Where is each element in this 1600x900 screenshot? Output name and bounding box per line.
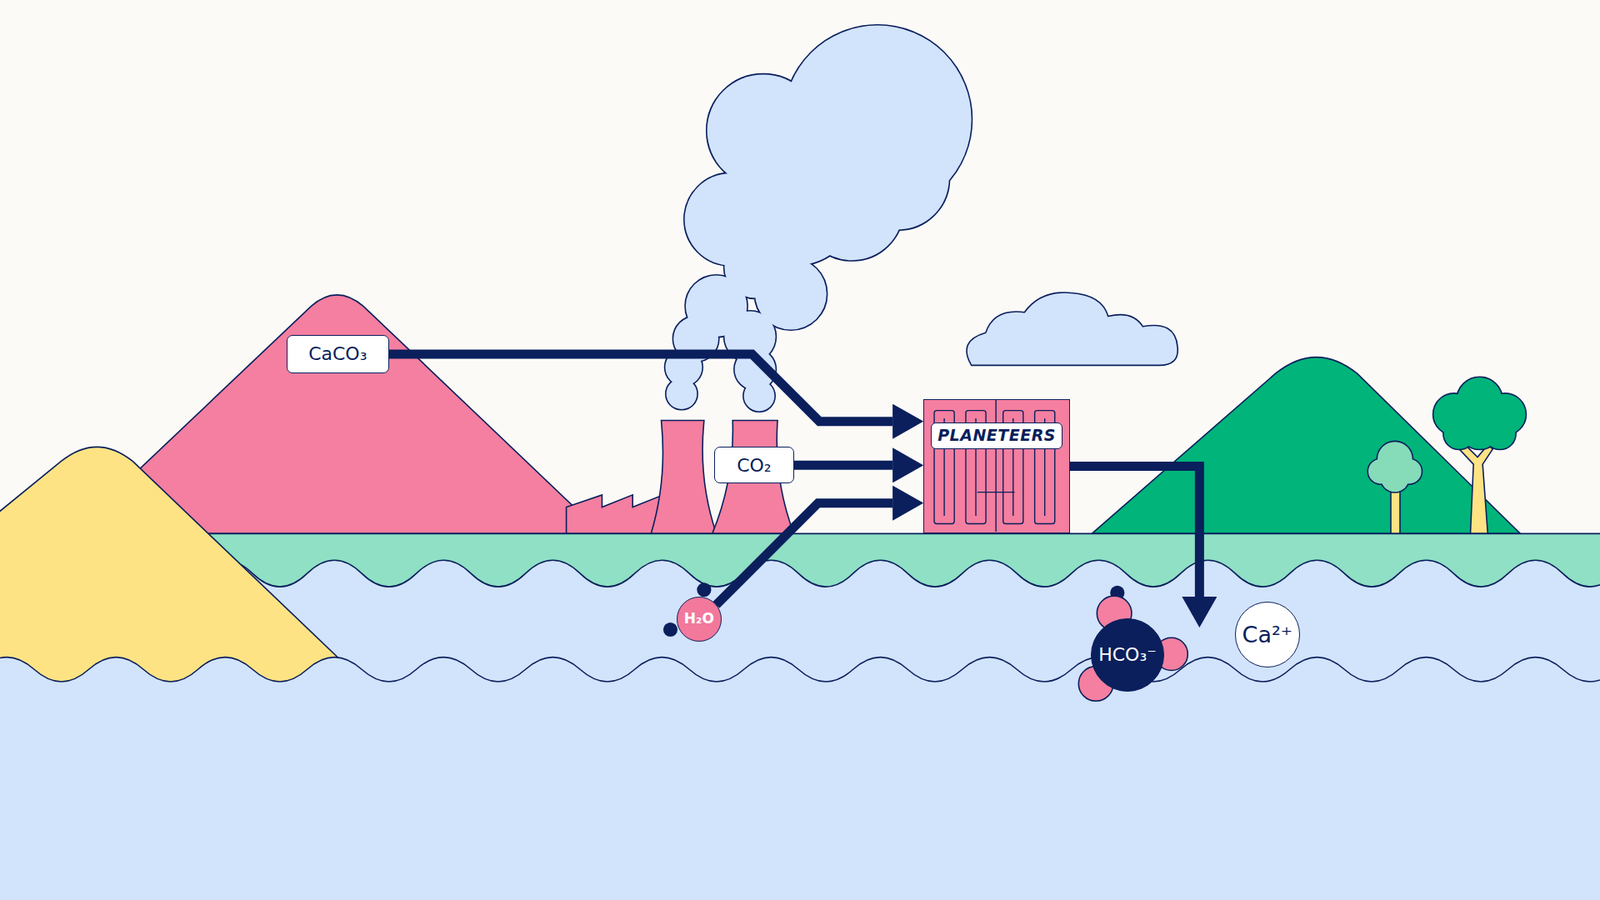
flow-arrow: [715, 503, 893, 605]
node-label: Ca²⁺: [1242, 621, 1293, 648]
tree-outline: [1433, 377, 1525, 450]
node-label: CO₂: [736, 455, 772, 476]
atom-dot: [663, 622, 678, 637]
cooling-tower: [650, 420, 716, 534]
atom-dot: [696, 582, 711, 597]
door-handle: [977, 491, 1015, 493]
facility-detail: [924, 400, 1068, 532]
compound-label: CaCO₃: [286, 335, 389, 373]
compound-label: CO₂: [714, 446, 795, 484]
ground-line: [0, 533, 1600, 535]
facility-building: PLANETEERS: [923, 399, 1070, 535]
cooling-tower: [712, 420, 795, 534]
tree-outline: [1368, 441, 1422, 492]
sand-pile: [0, 446, 342, 715]
water-wave: [0, 657, 1600, 900]
molecule-circle: H₂O: [676, 596, 722, 642]
node-label: CaCO₃: [308, 343, 367, 365]
flow-arrow: [389, 354, 894, 422]
flow-arrow: [794, 460, 894, 470]
ion-circle: HCO₃⁻: [1090, 618, 1165, 692]
smoke-outline: [665, 25, 971, 412]
ion-circle: Ca²⁺: [1235, 601, 1300, 667]
node-label: HCO₃⁻: [1098, 644, 1157, 665]
tree-trunk: [1459, 445, 1493, 535]
door-line: [995, 400, 997, 532]
node-label: H₂O: [684, 610, 715, 628]
facility-sign: PLANETEERS: [930, 422, 1063, 450]
tree-crown: [1433, 377, 1525, 450]
smoke-cloud: [665, 25, 971, 412]
flow-arrow: [1070, 466, 1200, 597]
small-cloud: [966, 292, 1178, 365]
tree-crown: [1368, 441, 1422, 492]
